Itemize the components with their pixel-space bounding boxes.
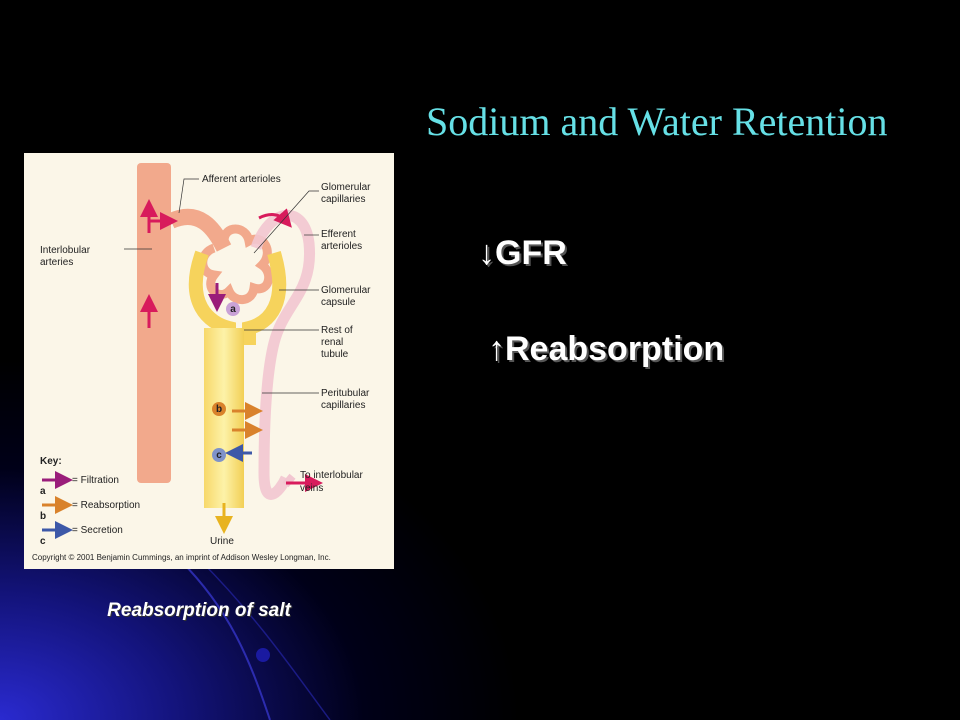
bullet-gfr: ↓GFR [478,234,567,273]
svg-text:c: c [40,536,46,547]
svg-text:capillaries: capillaries [321,400,365,411]
svg-text:capillaries: capillaries [321,194,365,205]
svg-text:Urine: Urine [210,536,234,547]
marker-a [226,302,240,316]
svg-text:veins: veins [300,483,323,494]
svg-text:arteries: arteries [40,257,73,268]
svg-text:Glomerular: Glomerular [321,182,371,193]
svg-text:b: b [216,404,222,415]
svg-text:c: c [216,450,222,461]
efferent-arteriole [250,209,316,500]
svg-text:a: a [230,304,236,315]
nephron-diagram: a b c Afferent arterioles Glomerular cap… [24,153,394,569]
svg-text:b: b [40,511,46,522]
bullet-text: GFR [495,234,567,272]
decorative-dot [256,648,270,662]
svg-text:renal: renal [321,337,343,348]
label-afferent: Afferent arterioles [202,174,281,185]
afferent-arteriole [167,208,232,252]
renal-tubule [204,328,244,508]
svg-text:= Secretion: = Secretion [72,525,123,536]
marker-c [212,448,226,462]
svg-text:Efferent: Efferent [321,229,356,240]
svg-text:a: a [40,486,46,497]
figure-caption: Reabsorption of salt [107,600,291,621]
slide-title: Sodium and Water Retention [426,99,888,144]
svg-text:Peritubular: Peritubular [321,388,370,399]
up-arrow-icon: ↑ [488,330,505,368]
interlobular-artery [137,163,171,483]
svg-text:Rest of: Rest of [321,325,353,336]
svg-text:To interlobular: To interlobular [300,470,363,481]
svg-text:Glomerular: Glomerular [321,285,371,296]
decorative-curve [199,559,331,720]
bullet-text: Reabsorption [505,330,725,368]
glomerular-capillaries [198,224,274,305]
bullet-reabsorption: ↑Reabsorption [488,330,724,369]
marker-b [212,402,226,416]
svg-text:tubule: tubule [321,349,349,360]
down-arrow-icon: ↓ [478,234,495,272]
svg-text:= Filtration: = Filtration [72,475,119,486]
decorative-curve [179,559,271,720]
svg-text:= Reabsorption: = Reabsorption [72,500,140,511]
svg-text:capsule: capsule [321,297,356,308]
svg-text:Interlobular: Interlobular [40,245,91,256]
svg-text:arterioles: arterioles [321,241,362,252]
key-title: Key: [40,456,62,467]
copyright-notice: Copyright © 2001 Benjamin Cummings, an i… [32,553,331,562]
